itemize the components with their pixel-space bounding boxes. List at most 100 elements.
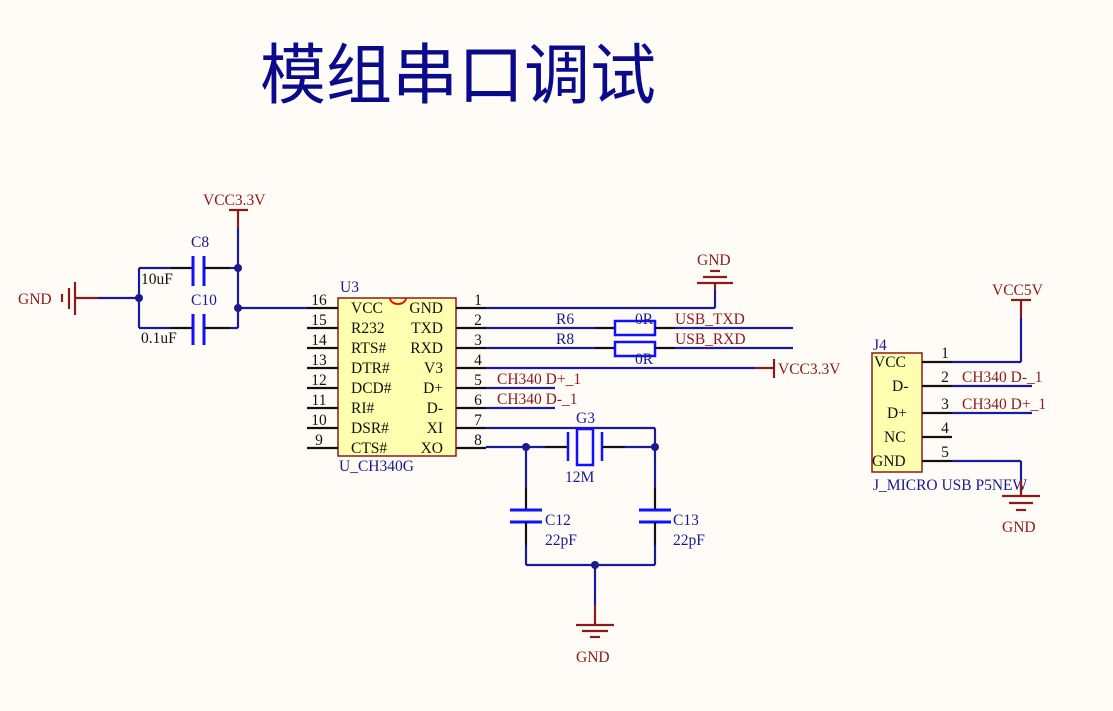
pin-name: RXD (410, 340, 443, 357)
r8-ref: R8 (556, 331, 574, 348)
pin-number: 13 (311, 352, 327, 369)
j4-pin-4[interactable]: 4NC (884, 420, 952, 446)
pin-number: 5 (941, 444, 949, 461)
j4-pin-3[interactable]: 3D+ (887, 396, 952, 422)
r8-value: 0R (635, 351, 654, 368)
pin-name: D- (427, 400, 443, 417)
pin-name: GND (409, 300, 443, 317)
pin-number: 4 (474, 352, 482, 369)
pin-number: 1 (474, 292, 482, 309)
pin-name: NC (884, 429, 906, 446)
capacitor-c13[interactable]: C13 22pF (639, 488, 705, 549)
crystal-g3[interactable]: G3 12M (545, 410, 625, 486)
pin-number: 16 (311, 292, 327, 309)
pin-name: R232 (351, 320, 385, 337)
pin-name: D- (892, 378, 908, 395)
j4-dp-net-label: CH340 D+_1 (962, 396, 1046, 413)
schematic-title: 模组串口调试 (260, 37, 656, 114)
pin-name: DSR# (351, 420, 389, 437)
u3-dm-net-label: CH340 D-_1 (497, 391, 578, 408)
vcc5v-symbol: VCC5V (992, 282, 1044, 318)
pin-number: 9 (315, 432, 323, 449)
gnd-j4-label: GND (1002, 519, 1036, 536)
pin-name: XO (421, 440, 443, 457)
u3-pin-5[interactable]: 5 D+ (423, 372, 486, 397)
pin-number: 4 (941, 420, 949, 437)
capacitor-c12[interactable]: C12 22pF (510, 488, 577, 549)
vcc33-right-symbol: VCC3.3V (755, 359, 841, 378)
g3-value: 12M (565, 469, 595, 486)
u3-ref: U3 (340, 279, 359, 296)
junction-dot (135, 294, 143, 302)
gnd-left-symbol: GND (18, 282, 98, 315)
j4-dm-net-label: CH340 D-_1 (962, 369, 1043, 386)
resistor-r6[interactable]: R6 0R (556, 311, 675, 337)
u3-pin-6[interactable]: 6 D- (427, 392, 486, 417)
c13-value: 22pF (673, 532, 705, 549)
u3-pin-9[interactable]: 9 CTS# (307, 432, 387, 457)
pin-number: 1 (941, 345, 949, 362)
c12-ref: C12 (545, 512, 571, 529)
c10-ref: C10 (191, 292, 217, 309)
u3-pin-8[interactable]: 8 XO (421, 432, 486, 457)
u3-pin-12[interactable]: 12 DCD# (307, 372, 392, 397)
j4-pin-2[interactable]: 2D- (892, 369, 952, 395)
pin-number: 15 (311, 312, 327, 329)
pin-number: 8 (474, 432, 482, 449)
pin-name: D+ (887, 405, 907, 422)
r6-ref: R6 (556, 311, 574, 328)
u3-pin-2[interactable]: 2 TXD (411, 312, 486, 337)
gnd-top-symbol: GND (697, 252, 733, 290)
gnd-bottom-symbol: GND (576, 605, 614, 666)
j4-ref: J4 (873, 337, 887, 354)
g3-ref: G3 (576, 410, 595, 427)
u3-pin-7[interactable]: 7XI (427, 412, 486, 437)
capacitor-c10[interactable]: C10 0.1uF (139, 292, 238, 347)
gnd-j4-symbol: GND (1002, 480, 1040, 536)
pin-number: 6 (474, 392, 482, 409)
u3-pin-15[interactable]: 15 R232 (307, 312, 385, 337)
r6-value: 0R (635, 311, 654, 328)
c12-value: 22pF (545, 532, 577, 549)
pin-number: 11 (312, 392, 327, 409)
c13-ref: C13 (673, 512, 699, 529)
u3-pin-16[interactable]: 16 VCC (307, 292, 383, 317)
capacitor-c8[interactable]: C8 10uF (139, 234, 238, 288)
pin-name: DTR# (351, 360, 390, 377)
pin-name: D+ (423, 380, 443, 397)
resistor-r8[interactable]: R8 0R (556, 331, 675, 368)
c10-value: 0.1uF (141, 330, 177, 347)
u3-pin-13[interactable]: 13 DTR# (307, 352, 390, 377)
pin-name: TXD (411, 320, 443, 337)
pin-name: VCC (874, 354, 906, 371)
pin-number: 7 (474, 412, 482, 429)
pin-name: V3 (424, 360, 443, 377)
pin-number: 2 (474, 312, 482, 329)
pin-name: DCD# (351, 380, 392, 397)
u3-pin-4[interactable]: 4 V3 (424, 352, 486, 377)
gnd-bottom-label: GND (576, 649, 610, 666)
u3-part: U_CH340G (339, 458, 414, 475)
usb-rxd-label: USB_RXD (675, 331, 746, 348)
pin-name: VCC (351, 300, 383, 317)
gnd-left-label: GND (18, 291, 52, 308)
junction-dot (234, 264, 242, 272)
u3-pin-1[interactable]: 1 GND (409, 292, 486, 317)
pin-name: RTS# (351, 340, 386, 357)
pin-number: 12 (311, 372, 327, 389)
j4-part: J_MICRO USB P5NEW (873, 477, 1028, 494)
pin-name: GND (872, 453, 906, 470)
pin-number: 5 (474, 372, 482, 389)
c8-ref: C8 (191, 234, 209, 251)
pin-name: CTS# (351, 440, 387, 457)
gnd-top-label: GND (697, 252, 731, 269)
